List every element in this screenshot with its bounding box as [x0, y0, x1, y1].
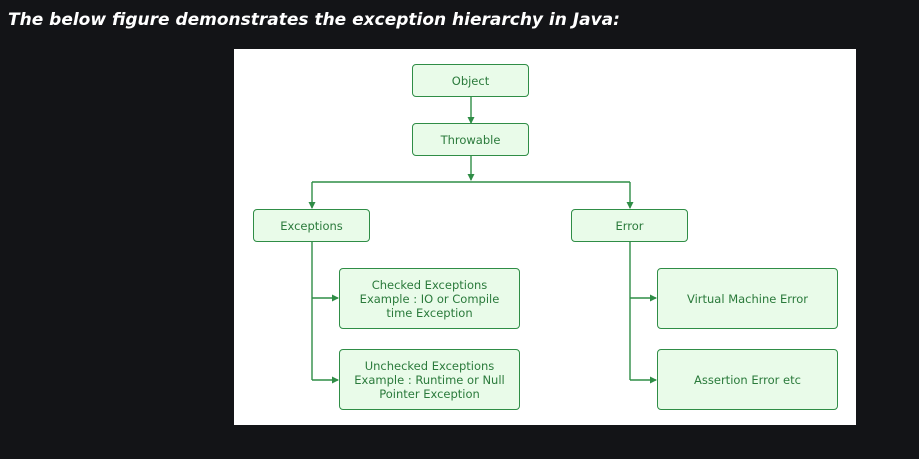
node-object: Object: [412, 64, 529, 97]
node-unchecked-exceptions: Unchecked Exceptions Example : Runtime o…: [339, 349, 520, 410]
node-checked-exceptions: Checked Exceptions Example : IO or Compi…: [339, 268, 520, 329]
diagram-connectors: [308, 97, 657, 384]
node-exceptions: Exceptions: [253, 209, 370, 242]
exception-hierarchy-diagram: Object Throwable Exceptions Error Checke…: [234, 49, 856, 425]
node-throwable: Throwable: [412, 123, 529, 156]
node-assertion-error: Assertion Error etc: [657, 349, 838, 410]
node-virtual-machine-error: Virtual Machine Error: [657, 268, 838, 329]
node-error: Error: [571, 209, 688, 242]
figure-caption: The below figure demonstrates the except…: [8, 10, 620, 30]
